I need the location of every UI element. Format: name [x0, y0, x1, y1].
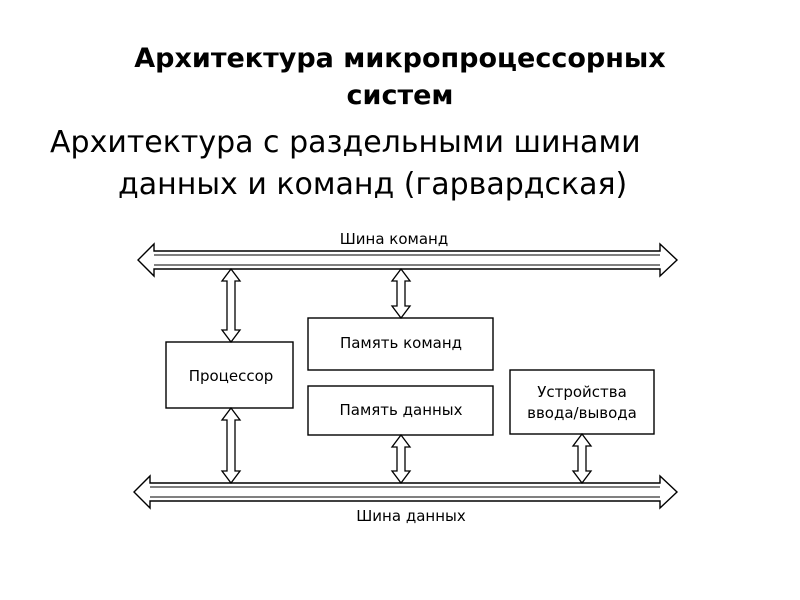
command-memory-bus-connector [390, 267, 412, 320]
data-bus: Шина данных [133, 474, 679, 525]
data-memory-bus-connector [390, 433, 412, 485]
slide-title-line1: Архитектура микропроцессорных [134, 43, 666, 74]
data-memory-label: Память данных [339, 401, 462, 419]
command-memory-block: Память команд [307, 317, 494, 371]
command-memory-label: Память команд [340, 334, 462, 352]
processor-data-bus-connector [220, 406, 242, 485]
data-bus-label: Шина данных [356, 507, 466, 525]
processor-block: Процессор [165, 341, 294, 409]
subtitle-line2: данных и команд (гарвардская) [118, 167, 628, 202]
data-memory-block: Память данных [307, 385, 494, 436]
io-device-label-line2: ввода/вывода [527, 404, 637, 422]
slide-title: Архитектура микропроцессорных систем [60, 40, 740, 114]
io-device-label-line1: Устройства [537, 383, 627, 401]
command-bus: Шина команд [137, 230, 679, 278]
bus-connectors [220, 267, 593, 485]
io-device-bus-connector [571, 432, 593, 485]
subtitle: Архитектура с раздельными шинами данных … [50, 122, 770, 206]
processor-label: Процессор [189, 367, 274, 385]
processor-command-bus-connector [220, 267, 242, 344]
slide-title-line2: систем [346, 80, 454, 111]
io-device-block: Устройства ввода/вывода [509, 369, 655, 435]
command-bus-label: Шина команд [340, 230, 448, 248]
subtitle-line1: Архитектура с раздельными шинами [50, 125, 641, 160]
